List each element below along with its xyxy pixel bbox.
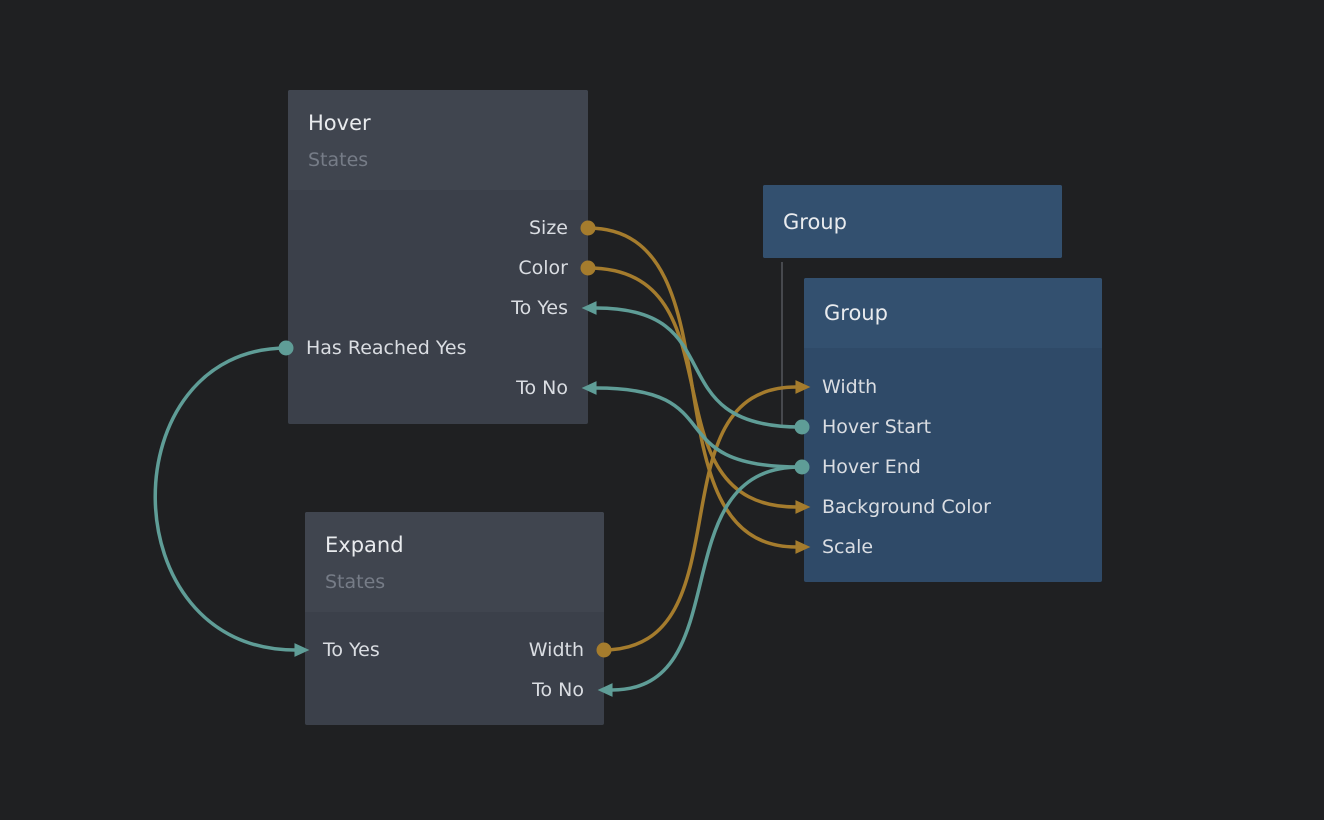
hierarchy-connector-line <box>782 262 797 427</box>
node-title: Group <box>783 209 847 235</box>
node-subtitle: States <box>308 148 368 172</box>
output-port-dot-color[interactable] <box>581 261 596 276</box>
node-expand-states[interactable]: ExpandStates To Yes Width To No <box>305 512 604 725</box>
port-width[interactable]: Width <box>529 630 584 670</box>
port-label: To No <box>516 377 568 399</box>
port-to-no[interactable]: To No <box>516 368 568 408</box>
port-label: Width <box>529 639 584 661</box>
port-size[interactable]: Size <box>529 208 568 248</box>
node-title: Expand <box>325 532 404 558</box>
port-has-reached-yes[interactable]: Has Reached Yes <box>306 328 467 368</box>
output-port-dot-width[interactable] <box>597 643 612 658</box>
port-width[interactable]: Width <box>822 367 877 407</box>
port-label: Hover Start <box>822 416 931 438</box>
port-to-no[interactable]: To No <box>532 670 584 710</box>
node-title: Group <box>824 300 888 326</box>
node-title: Hover <box>308 110 371 136</box>
node-group-parent[interactable]: Group <box>763 185 1062 258</box>
port-label: Size <box>529 217 568 239</box>
port-label: Width <box>822 376 877 398</box>
output-port-dot-has-reached-yes[interactable] <box>279 341 294 356</box>
port-scale[interactable]: Scale <box>822 527 873 567</box>
node-subtitle: States <box>325 570 385 594</box>
node-header-group-parent[interactable]: Group <box>763 185 1062 258</box>
node-group-child[interactable]: GroupWidthHover StartHover EndBackground… <box>804 278 1102 582</box>
port-hover-end[interactable]: Hover End <box>822 447 921 487</box>
node-header-group-child[interactable]: Group <box>804 278 1102 348</box>
wire-group-hover-end-to-expand-to-no[interactable] <box>612 467 800 690</box>
output-port-dot-hover-start[interactable] <box>795 420 810 435</box>
wire-hover-has-reached-yes-to-expand-to-yes[interactable] <box>155 348 295 650</box>
port-color[interactable]: Color <box>518 248 568 288</box>
output-port-dot-hover-end[interactable] <box>795 460 810 475</box>
port-label: Hover End <box>822 456 921 478</box>
port-label: To Yes <box>323 639 380 661</box>
output-port-dot-size[interactable] <box>581 221 596 236</box>
port-label: Color <box>518 257 568 279</box>
node-header-hover-states[interactable]: HoverStates <box>288 90 588 190</box>
port-to-yes[interactable]: To Yes <box>323 630 380 670</box>
port-label: Background Color <box>822 496 991 518</box>
port-background-color[interactable]: Background Color <box>822 487 991 527</box>
port-hover-start[interactable]: Hover Start <box>822 407 931 447</box>
port-label: To No <box>532 679 584 701</box>
port-to-yes[interactable]: To Yes <box>511 288 568 328</box>
port-label: Scale <box>822 536 873 558</box>
port-label: To Yes <box>511 297 568 319</box>
node-hover-states[interactable]: HoverStatesSizeColor To YesHas Reached Ye… <box>288 90 588 424</box>
port-label: Has Reached Yes <box>306 337 467 359</box>
node-header-expand-states[interactable]: ExpandStates <box>305 512 604 612</box>
